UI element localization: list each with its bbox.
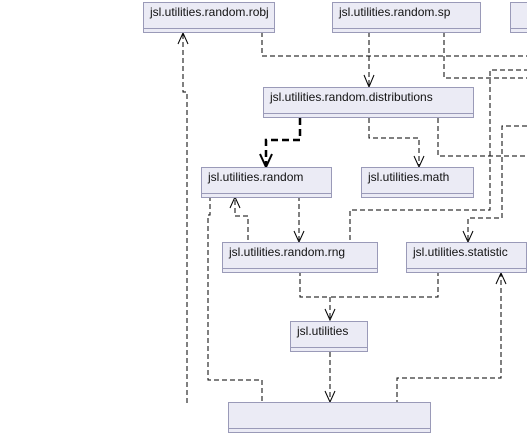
- edge-bottom-statistic: [396, 274, 502, 405]
- arrowhead-robj: [177, 31, 189, 45]
- edge-robj-left-trunk: [182, 34, 188, 405]
- package-box-partial-right[interactable]: [510, 2, 527, 33]
- package-dependency-diagram: jsl.utilities.random.robj jsl.utilities.…: [143, 2, 527, 433]
- package-box-robj[interactable]: jsl.utilities.random.robj: [143, 2, 275, 33]
- package-box-math[interactable]: jsl.utilities.math: [361, 167, 474, 198]
- edge-rng-right: [349, 69, 527, 240]
- edge-rng-utilities: [299, 271, 331, 318]
- edge-distributions-math: [368, 118, 420, 165]
- package-box-bottom-partial[interactable]: [228, 402, 431, 433]
- edge-rng-random: [234, 198, 249, 240]
- dependency-edges: [177, 31, 527, 405]
- edge-random-bottom: [207, 196, 263, 405]
- package-box-utilities[interactable]: jsl.utilities: [290, 321, 368, 352]
- package-box-statistic[interactable]: jsl.utilities.statistic: [406, 242, 527, 273]
- package-box-rng[interactable]: jsl.utilities.random.rng: [222, 242, 378, 273]
- package-box-sp[interactable]: jsl.utilities.random.sp: [332, 2, 481, 33]
- package-box-distributions[interactable]: jsl.utilities.random.distributions: [263, 87, 474, 118]
- edge-distributions-right: [437, 118, 527, 157]
- package-box-random[interactable]: jsl.utilities.random: [201, 167, 332, 198]
- edge-sp-right: [443, 32, 527, 79]
- edge-statistic-utilities: [330, 271, 439, 298]
- arrowhead-statistic-up: [495, 271, 507, 285]
- edge-distributions-random: [264, 118, 302, 165]
- edge-right-statistic: [467, 125, 527, 240]
- edge-robj-right: [261, 32, 527, 57]
- arrowhead-utilities: [324, 308, 336, 322]
